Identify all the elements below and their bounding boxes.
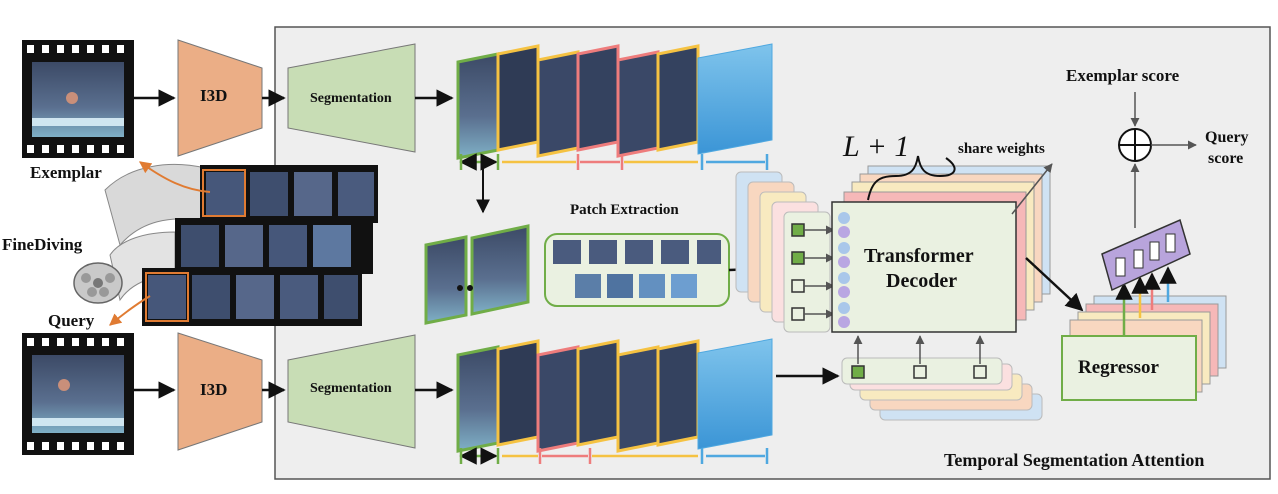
query-segment-ranges <box>459 447 769 465</box>
segmentation-block-bottom <box>287 334 416 449</box>
patch-source-frames <box>424 224 530 325</box>
film-reel-icon <box>73 262 123 304</box>
query-caption: Query <box>48 311 95 330</box>
query-score-label-line2: score <box>1208 150 1244 167</box>
i3d-block-top <box>177 39 263 157</box>
query-segment-frames <box>456 338 773 453</box>
segmentation-label-bottom: Segmentation <box>310 381 392 396</box>
layers-count-label: L + 1 <box>843 130 910 163</box>
exemplar-caption: Exemplar <box>30 163 102 182</box>
query-score-label-line1: Query <box>1205 129 1249 146</box>
i3d-label-top: I3D <box>200 86 228 105</box>
regressor-output-lines <box>1115 266 1177 336</box>
transformer-label: Transformer <box>864 245 974 267</box>
exemplar-segment-frames <box>456 43 773 160</box>
layers-brace <box>867 155 956 201</box>
weight-vector <box>1101 218 1191 292</box>
decoder-label: Decoder <box>886 270 958 292</box>
i3d-block-bottom <box>177 332 263 451</box>
dataset-name: FineDiving <box>2 235 83 254</box>
arrow-decoder-regressor <box>1025 257 1084 312</box>
transformer-decoder <box>831 163 1053 333</box>
query-video-icon <box>22 333 134 455</box>
exemplar-segment-ranges <box>459 153 769 171</box>
exemplar-score-label: Exemplar score <box>1066 66 1180 85</box>
i3d-label-bottom: I3D <box>200 380 228 399</box>
patch-thumbnails <box>553 240 721 298</box>
regressor-label: Regressor <box>1078 357 1159 378</box>
segmentation-block-top <box>287 43 416 153</box>
film-strip-icon <box>104 163 378 326</box>
query-pointer-arrow <box>109 295 151 326</box>
share-weights-label: share weights <box>958 141 1045 157</box>
exemplar-pointer-arrow <box>139 161 211 193</box>
exemplar-video-icon <box>22 40 134 158</box>
regressor <box>1061 295 1227 401</box>
circled-plus-icon <box>1118 128 1152 162</box>
query-token-circles <box>838 212 850 328</box>
query-token-stack <box>841 335 1043 421</box>
segmentation-label-top: Segmentation <box>310 91 392 106</box>
exemplar-token-stack <box>735 171 835 333</box>
tsa-title: Temporal Segmentation Attention <box>944 450 1205 470</box>
patch-extraction-label: Patch Extraction <box>570 202 679 218</box>
